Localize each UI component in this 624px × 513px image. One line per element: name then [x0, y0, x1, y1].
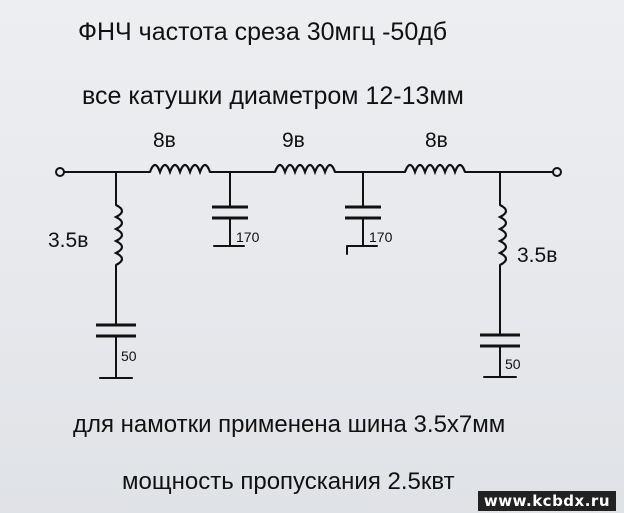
- right-shunt-coil-label: 3.5в: [517, 244, 558, 267]
- mid-cap-1-ground: [213, 217, 245, 247]
- series-coil-1: [148, 163, 212, 176]
- coil-diameter-note: все катушки диаметром 12-13мм: [82, 82, 464, 110]
- mid-cap-2-ground: [346, 217, 378, 255]
- series-coil-3: [403, 163, 467, 176]
- series-coil-2: [273, 163, 337, 176]
- power-note: мощность пропускания 2.5квт: [122, 468, 455, 495]
- left-end-cap-label: 50: [121, 348, 137, 364]
- left-ground: [99, 335, 133, 379]
- site-watermark: www.kcbdx.ru: [477, 491, 616, 511]
- series-coil-3-label: 8в: [425, 129, 448, 152]
- series-coil-2-label: 9в: [282, 129, 305, 152]
- left-end-capacitor: [96, 323, 136, 338]
- right-end-capacitor: [480, 333, 520, 348]
- left-shunt-coil-label: 3.5в: [48, 229, 89, 252]
- input-terminal: [55, 167, 65, 177]
- mid-capacitor-1: [212, 205, 248, 220]
- output-terminal: [552, 167, 562, 177]
- right-end-cap-label: 50: [505, 356, 521, 372]
- mid-capacitor-2: [345, 205, 381, 220]
- mid-cap-1-label: 170: [236, 229, 260, 245]
- series-coil-1-label: 8в: [153, 129, 176, 152]
- right-shunt-coil: [497, 204, 508, 266]
- mid-cap-2-label: 170: [369, 229, 393, 245]
- left-shunt-coil: [113, 204, 124, 266]
- right-ground: [483, 345, 517, 378]
- winding-note: для намотки применена шина 3.5x7мм: [73, 411, 506, 438]
- diagram-title: ФНЧ частота среза 30мгц -50дб: [78, 18, 448, 46]
